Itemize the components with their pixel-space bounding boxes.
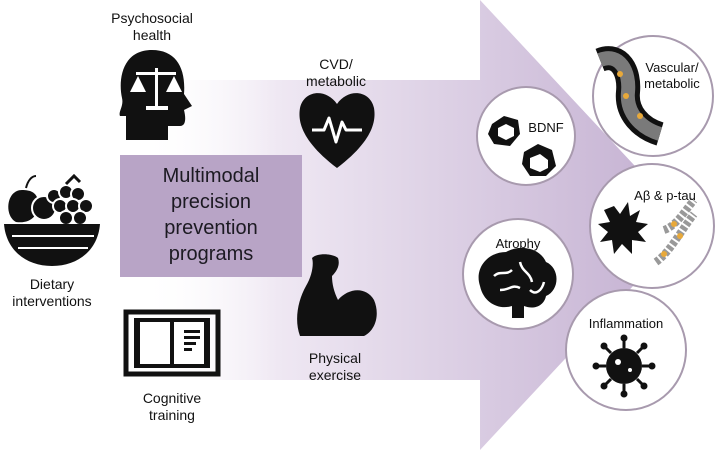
label-dietary: Dietary interventions [0,276,104,310]
fruit-bowl-icon [4,173,100,266]
brain-icon [478,247,557,318]
amyloid-tau-icon [598,197,698,266]
label-bdnf: BDNF [528,120,564,135]
label-line: metabolic [644,76,700,91]
book-icon [123,309,221,377]
blood-vessel-icon [595,46,665,146]
central-line: programs [168,243,254,265]
label-cvd: CVD/ metabolic [296,56,376,90]
virus-icon [592,334,656,398]
label-cognitive: Cognitive training [124,390,220,424]
bdnf-molecule-icon [488,116,556,176]
central-box [120,155,302,277]
label-psychosocial: Psychosocial health [106,10,198,44]
label-line: Vascular/ [645,60,699,75]
label-vascular: Vascular/ metabolic [636,60,708,92]
flexed-arm-icon [297,254,377,336]
central-line: Multimodal [162,165,260,187]
circle-abeta [589,163,715,289]
label-line: Psychosocial [111,10,193,26]
label-line: exercise [308,367,362,383]
central-box-text: Multimodal precision prevention programs [120,163,302,267]
label-abeta: Aβ & p-tau [634,188,696,203]
label-line: CVD/ [319,56,353,72]
label-physical: Physical exercise [292,350,378,384]
label-line: training [149,407,195,423]
central-line: prevention [164,217,258,239]
label-line: Dietary [29,276,75,292]
label-atrophy: Atrophy [495,236,541,251]
label-line: interventions [12,293,92,309]
label-line: health [132,27,172,43]
heart-ecg-icon [299,93,375,168]
label-line: Cognitive [142,390,202,406]
central-line: precision [170,191,252,213]
scales-head-icon [119,50,192,140]
label-line: metabolic [306,73,366,89]
label-line: Physical [308,350,362,366]
label-inflammation: Inflammation [588,316,664,331]
